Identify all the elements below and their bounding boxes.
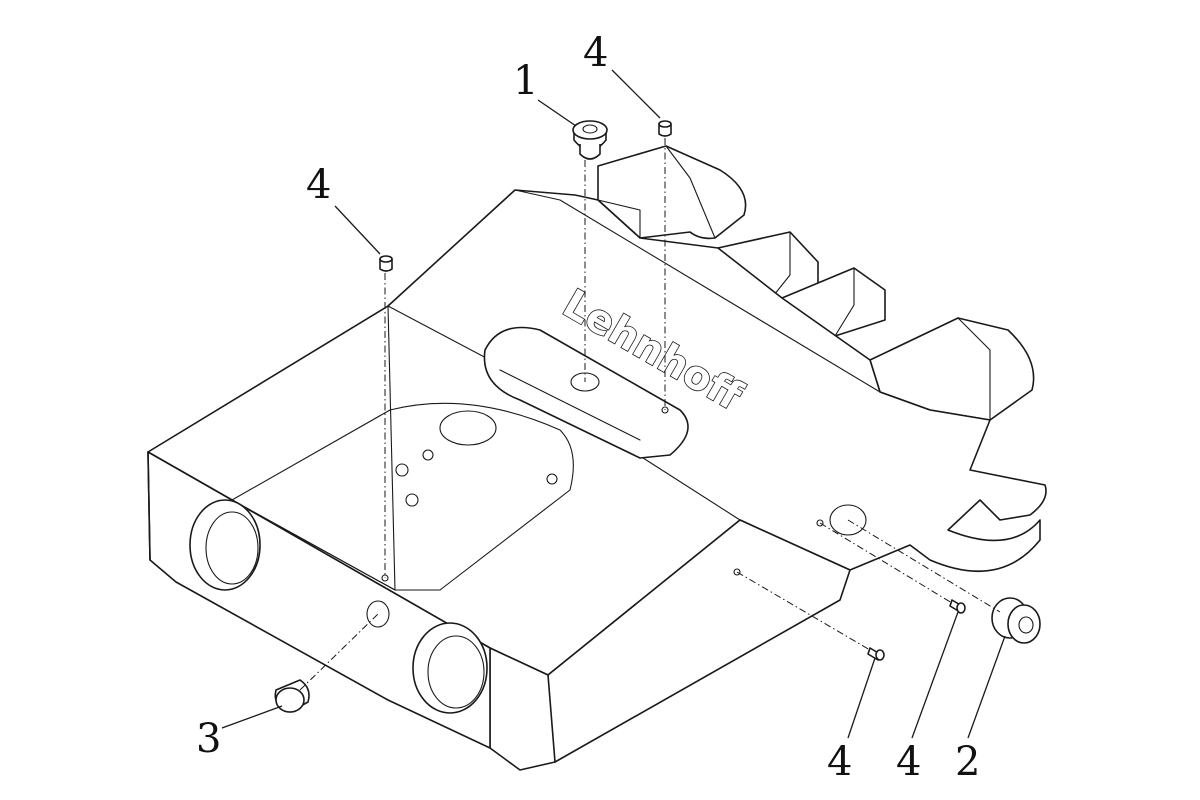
callout-3: 3 bbox=[196, 716, 221, 762]
housing-grip bbox=[483, 326, 689, 459]
part-1-bushing bbox=[572, 120, 608, 160]
callout-4-top: 4 bbox=[583, 30, 608, 76]
callout-4-bottom-a: 4 bbox=[827, 739, 852, 785]
part-4-set-screw-left bbox=[379, 255, 393, 272]
callout-2: 2 bbox=[955, 739, 980, 785]
part-4-set-screw-low bbox=[867, 647, 885, 661]
callout-4-left: 4 bbox=[306, 162, 331, 208]
part-4-set-screw-mid bbox=[949, 599, 966, 614]
part-4-set-screw-top bbox=[658, 120, 672, 137]
callout-4-bottom-b: 4 bbox=[896, 739, 921, 785]
part-3-plug bbox=[274, 679, 310, 713]
housing-right-face bbox=[489, 519, 851, 771]
part-2-bushing bbox=[991, 597, 1041, 644]
callout-1: 1 bbox=[513, 58, 538, 104]
bore-left bbox=[189, 499, 261, 591]
coupler-housing bbox=[147, 145, 1047, 771]
